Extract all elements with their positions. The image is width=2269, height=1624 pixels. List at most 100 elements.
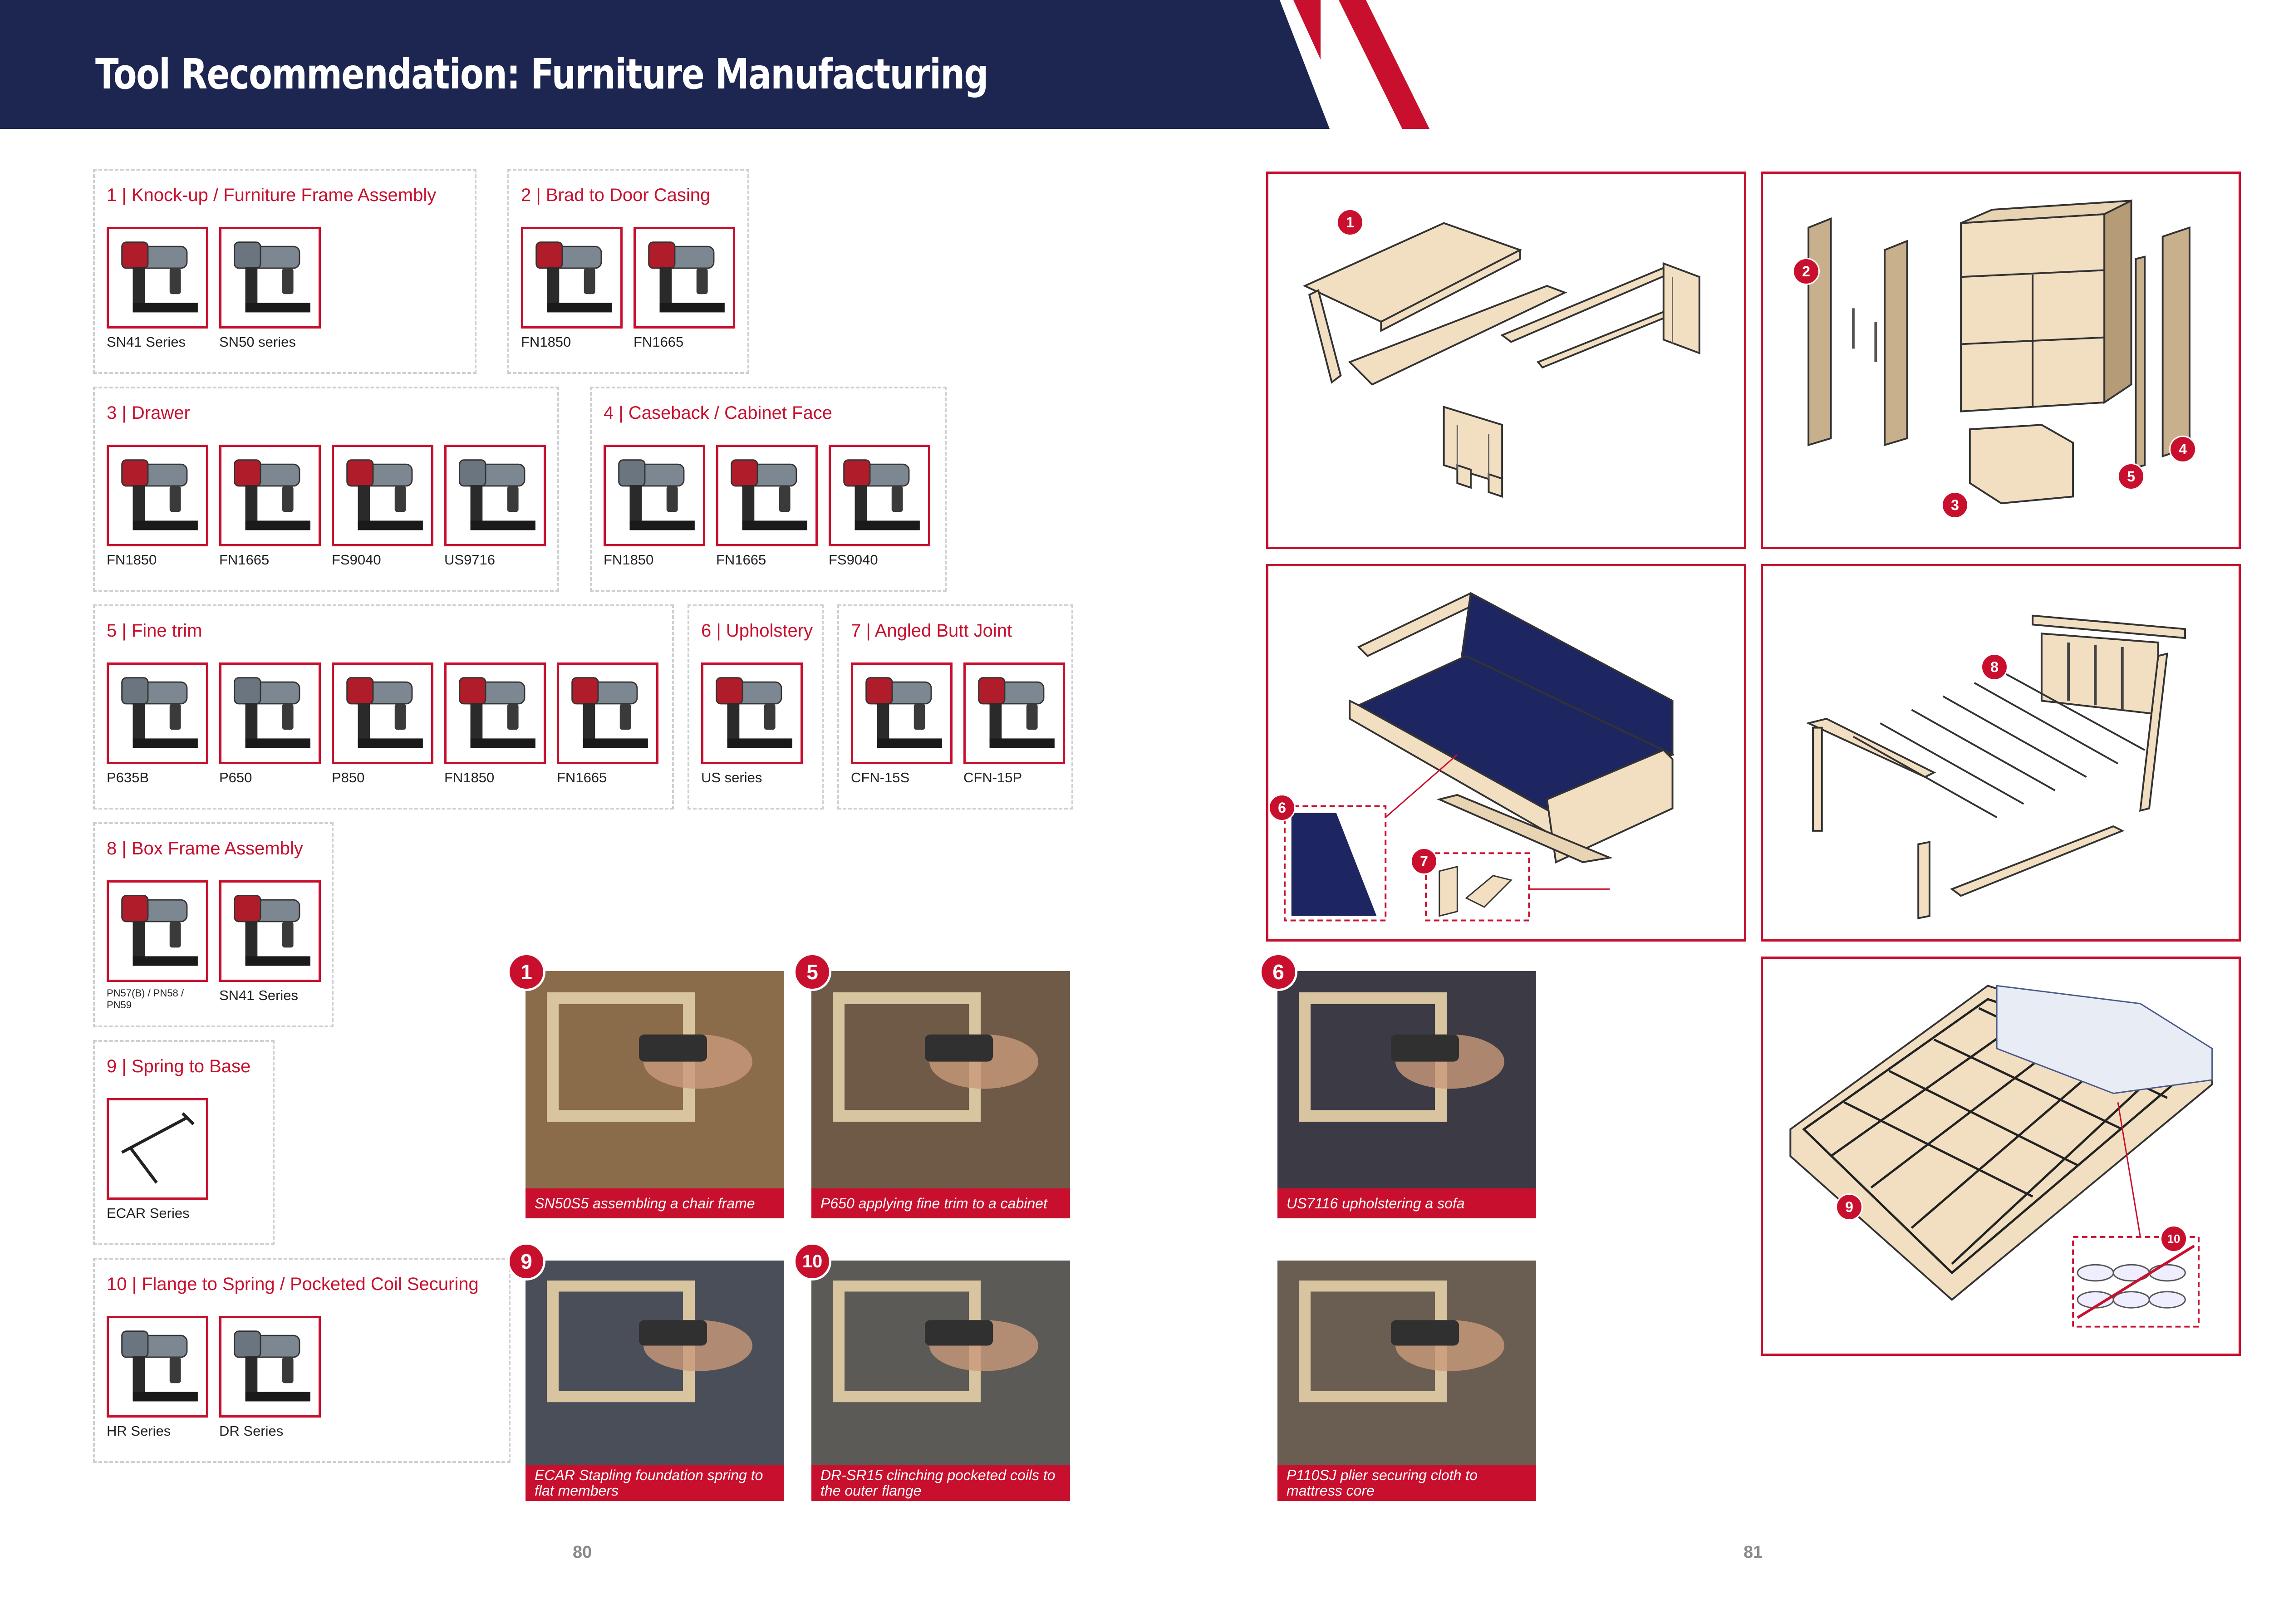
diagram-cabinet — [1761, 172, 2241, 549]
diagram-badge: 1 — [1336, 209, 1364, 236]
tool-label: FS9040 — [829, 552, 878, 568]
tool-image — [219, 227, 321, 329]
tool-group-title: 7 | Angled Butt Joint — [851, 621, 1012, 641]
tool-group-title: 8 | Box Frame Assembly — [107, 839, 303, 859]
tool-image — [851, 662, 953, 764]
tool-image — [332, 445, 433, 546]
application-photo — [1277, 1261, 1536, 1465]
tool-image — [219, 880, 321, 982]
tool-image — [107, 880, 208, 982]
photo-caption: US7116 upholstering a sofa — [1277, 1188, 1536, 1218]
application-photo — [1277, 971, 1536, 1188]
photo-caption: P110SJ plier securing cloth to mattress … — [1277, 1465, 1536, 1501]
tool-image — [219, 1316, 321, 1418]
diagram-bed-frame — [1266, 172, 1746, 549]
tool-group-title: 2 | Brad to Door Casing — [521, 185, 711, 205]
diagram-badge: 10 — [2160, 1225, 2187, 1252]
tool-image — [701, 662, 803, 764]
tool-label: SN41 Series — [107, 334, 186, 350]
application-photo — [526, 971, 784, 1188]
tool-label: DR Series — [219, 1423, 284, 1439]
tool-label: HR Series — [107, 1423, 171, 1439]
photo-badge: 10 — [793, 1242, 831, 1281]
tool-group-title: 4 | Caseback / Cabinet Face — [604, 403, 832, 423]
tool-label: FN1850 — [604, 552, 654, 568]
tool-label: FN1850 — [107, 552, 157, 568]
diagram-badge: 8 — [1981, 653, 2008, 681]
diagram-sofa — [1266, 564, 1746, 942]
tool-image — [219, 445, 321, 546]
tool-group — [688, 604, 824, 810]
tool-label: CFN-15S — [851, 770, 910, 785]
tool-label: US9716 — [444, 552, 496, 568]
tool-image — [332, 662, 433, 764]
tool-image — [521, 227, 623, 329]
tool-group — [93, 604, 674, 810]
tool-label: FN1850 — [521, 334, 571, 350]
tool-group — [93, 169, 476, 374]
photo-badge: 6 — [1259, 953, 1297, 991]
tool-image — [219, 662, 321, 764]
tool-image — [557, 662, 658, 764]
diagram-badge: 9 — [1836, 1193, 1863, 1221]
tool-group — [93, 387, 559, 592]
tool-label: US series — [701, 770, 762, 785]
tool-label: FN1665 — [716, 552, 766, 568]
tool-group-title: 5 | Fine trim — [107, 621, 202, 641]
tool-label: FN1850 — [444, 770, 495, 785]
photo-caption: P650 applying fine trim to a cabinet — [811, 1188, 1070, 1218]
tool-label: SN41 Series — [219, 987, 299, 1003]
tool-image — [107, 1316, 208, 1418]
tool-image — [107, 445, 208, 546]
diagram-badge: 7 — [1410, 848, 1438, 875]
tool-group-title: 9 | Spring to Base — [107, 1056, 251, 1076]
tool-image — [634, 227, 735, 329]
tool-group-title: 3 | Drawer — [107, 403, 190, 423]
tool-image — [716, 445, 818, 546]
diagram-mattress — [1761, 957, 2241, 1356]
tool-label: FS9040 — [332, 552, 381, 568]
diagram-badge: 4 — [2169, 436, 2196, 463]
photo-caption: ECAR Stapling foundation spring to flat … — [526, 1465, 784, 1501]
tool-image — [963, 662, 1065, 764]
tool-image — [604, 445, 705, 546]
tool-image — [107, 1098, 208, 1200]
photo-badge: 9 — [507, 1242, 545, 1281]
tool-group-title: 6 | Upholstery — [701, 621, 813, 641]
tool-image — [107, 227, 208, 329]
tool-image — [829, 445, 930, 546]
application-photo — [811, 1261, 1070, 1465]
tool-label: FN1665 — [634, 334, 684, 350]
diagram-badge: 2 — [1793, 258, 1820, 285]
page-number-left: 80 — [573, 1543, 592, 1562]
tool-group — [837, 604, 1073, 810]
tool-group-title: 10 | Flange to Spring / Pocketed Coil Se… — [107, 1274, 479, 1294]
application-photo — [811, 971, 1070, 1188]
photo-badge: 1 — [507, 953, 545, 991]
tool-group — [93, 1258, 511, 1463]
tool-label: PN57(B) / PN58 / PN59 — [107, 987, 184, 1011]
tool-group — [507, 169, 749, 374]
tool-label: P635B — [107, 770, 149, 785]
tool-label: CFN-15P — [963, 770, 1022, 785]
diagram-badge: 3 — [1941, 491, 1969, 519]
photo-caption: DR-SR15 clinching pocketed coils to the … — [811, 1465, 1070, 1501]
tool-image — [444, 445, 546, 546]
tool-group — [93, 822, 334, 1027]
tool-image — [107, 662, 208, 764]
tool-group-title: 1 | Knock-up / Furniture Frame Assembly — [107, 185, 437, 205]
application-photo — [526, 1261, 784, 1465]
photo-badge: 5 — [793, 953, 831, 991]
header-stripe — [1339, 0, 1443, 129]
header-banner — [0, 0, 1330, 129]
diagram-badge: 5 — [2117, 463, 2145, 490]
tool-group — [93, 1040, 275, 1245]
tool-image — [444, 662, 546, 764]
page-title: Tool Recommendation: Furniture Manufactu… — [95, 50, 988, 98]
tool-group — [590, 387, 947, 592]
tool-label: ECAR Series — [107, 1205, 190, 1221]
tool-label: SN50 series — [219, 334, 296, 350]
tool-label: FN1665 — [219, 552, 270, 568]
diagram-bed — [1761, 564, 2241, 942]
tool-label: P650 — [219, 770, 252, 785]
